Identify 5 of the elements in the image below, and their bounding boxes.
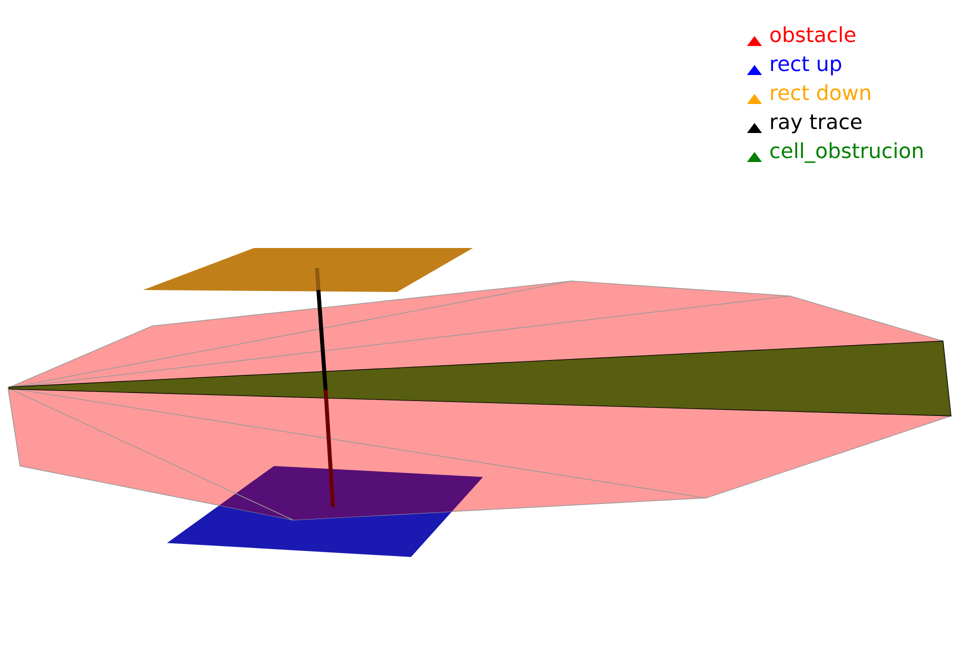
legend-label: ray trace: [771, 114, 862, 134]
legend-label: cell_obstrucion: [770, 142, 922, 163]
legend-label: rect up: [771, 56, 842, 76]
legend-label: obstacle: [770, 26, 856, 42]
legend-label: rect down: [771, 84, 870, 100]
